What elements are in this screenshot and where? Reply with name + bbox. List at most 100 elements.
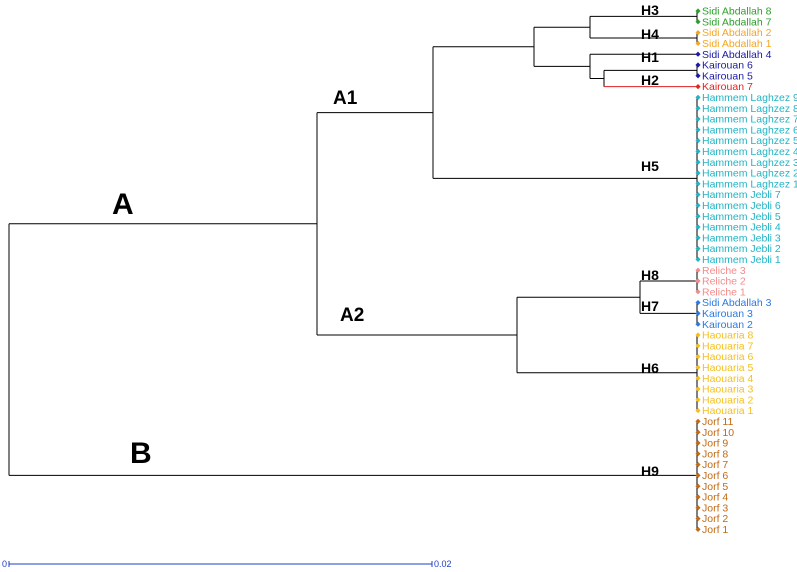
clade-label-h9: H9 [641,463,659,479]
leaf-label: Hammem Laghzez 2 [702,168,797,180]
leaf: Sidi Abdallah 4 [695,49,772,61]
leaf-label: Reliche 3 [702,265,746,277]
leaf: Hammem Jebli 1 [695,254,781,266]
leaf-label: Sidi Abdallah 2 [702,27,772,39]
leaf-label: Jorf 5 [702,481,728,493]
leaf-label: Sidi Abdallah 3 [702,297,772,309]
leaf: Hammem Laghzez 3 [695,157,797,169]
leaf-label: Hammem Laghzez 4 [702,146,797,158]
leaf: Hammem Jebli 6 [695,200,781,212]
leaf: Hammem Jebli 4 [695,222,781,234]
leaf-marker [695,397,701,403]
leaf: Hammem Jebli 7 [695,189,781,201]
leaf-label: Reliche 2 [702,276,746,288]
leaf: Jorf 3 [695,502,728,514]
leaf-marker [695,40,701,46]
leaf-marker [695,267,701,273]
leaf-marker [695,516,701,522]
leaf-marker [695,408,701,414]
leaf-label: Reliche 1 [702,286,746,298]
leaf-label: Jorf 8 [702,448,728,460]
leaf: Sidi Abdallah 2 [695,27,772,39]
leaf-label: Jorf 11 [702,416,733,428]
leaf-label: Haouaria 2 [702,394,754,406]
leaf: Haouaria 8 [695,330,754,342]
clade-label-a1: A1 [333,88,358,109]
leaf-marker [695,332,701,338]
leaf: Jorf 6 [695,470,728,482]
leaf: Hammem Laghzez 8 [695,103,797,115]
clade-label-h4: H4 [641,26,659,42]
leaf-label: Haouaria 5 [702,362,754,374]
leaf-label: Sidi Abdallah 1 [702,38,772,50]
leaf: Jorf 4 [695,492,728,504]
leaf: Kairouan 7 [695,81,753,93]
leaf: Hammem Laghzez 2 [695,168,797,180]
leaf-label: Jorf 1 [702,524,728,536]
clade-label-a: A [112,188,134,221]
leaf-label: Jorf 6 [702,470,728,482]
leaf-label: Jorf 7 [702,459,728,471]
leaf-marker [695,321,701,327]
leaf-marker [695,418,701,424]
leaf: Haouaria 1 [695,405,754,417]
clade-label-h8: H8 [641,267,659,283]
leaf: Sidi Abdallah 8 [695,6,772,18]
tree-branches [8,11,698,530]
leaf: Hammem Jebli 5 [695,211,781,223]
leaf: Hammem Laghzez 5 [695,135,797,147]
leaf-marker [695,526,701,532]
leaf-marker [695,30,701,36]
leaf-label: Hammem Jebli 1 [702,254,781,266]
leaf-label: Hammem Jebli 5 [702,211,781,223]
leaf-marker [695,375,701,381]
leaf-marker [695,62,701,68]
leaf: Jorf 5 [695,481,728,493]
leaf: Jorf 11 [695,416,733,428]
leaf-marker [695,462,701,468]
leaf-marker [695,170,701,176]
leaf-label: Haouaria 7 [702,340,754,352]
leaf-marker [695,84,701,90]
clade-label-b: B [130,437,152,470]
leaf: Jorf 10 [695,427,734,439]
leaf: Hammem Laghzez 9 [695,92,797,104]
leaf-label: Kairouan 2 [702,319,753,331]
leaf-label: Jorf 3 [702,502,728,514]
leaf-marker [695,300,701,306]
leaf-marker [695,181,701,187]
leaf-marker [695,8,701,14]
leaf: Hammem Jebli 2 [695,243,781,255]
leaf-label: Kairouan 6 [702,60,753,72]
scale-bar: 0 0.02 [2,559,452,569]
leaf-marker [695,159,701,165]
leaf-marker [695,51,701,57]
leaf-marker [695,505,701,511]
leaf-label: Kairouan 5 [702,70,753,82]
leaf-label: Hammem Jebli 3 [702,232,781,244]
leaf-marker [695,235,701,241]
leaf: Sidi Abdallah 3 [695,297,772,309]
leaf-marker [695,386,701,392]
leaf-label: Hammem Laghzez 9 [702,92,797,104]
leaf-label: Hammem Laghzez 5 [702,135,797,147]
leaf-label: Haouaria 8 [702,330,754,342]
clade-label-h5: H5 [641,158,659,174]
leaf-marker [695,116,701,122]
leaf: Kairouan 6 [695,60,753,72]
leaf: Hammem Laghzez 7 [695,114,797,126]
leaf: Reliche 2 [695,276,746,288]
clade-label-a2: A2 [340,305,364,326]
leaf-label: Hammem Laghzez 7 [702,114,797,126]
leaf: Hammem Laghzez 4 [695,146,797,158]
leaf-marker [695,354,701,360]
leaf-label: Hammem Laghzez 3 [702,157,797,169]
leaf-label: Kairouan 3 [702,308,753,320]
leaf-marker [695,343,701,349]
leaf-label: Haouaria 3 [702,384,754,396]
clade-label-h3: H3 [641,2,659,18]
leaf-marker [695,310,701,316]
leaf: Haouaria 5 [695,362,754,374]
